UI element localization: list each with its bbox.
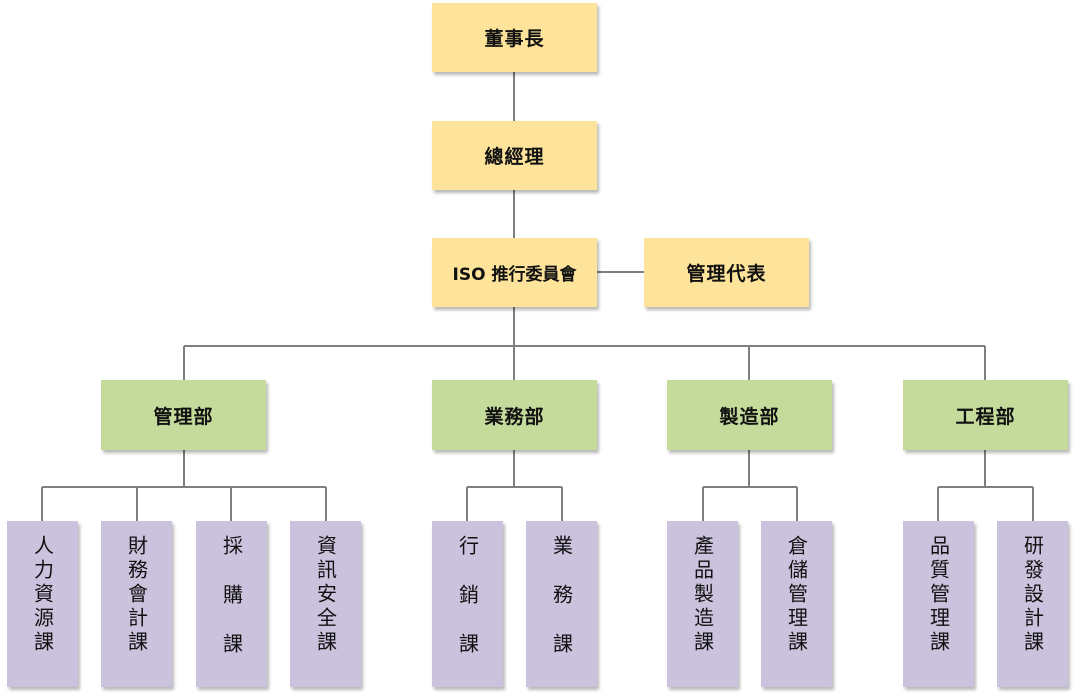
department-box-2: 業務部 <box>432 380 597 450</box>
iso-committee-box: ISO 推行委員會 <box>432 238 597 307</box>
section-box: 人力資源課 <box>7 521 78 687</box>
section-box: 採購課 <box>196 521 267 687</box>
department-label: 管理部 <box>153 405 214 428</box>
section-label: 倉儲管理課 <box>784 535 809 655</box>
section-label: 行銷課 <box>455 535 480 682</box>
section-label: 資訊安全課 <box>313 535 338 655</box>
section-label: 採購課 <box>219 535 244 682</box>
section-box: 產品製造課 <box>667 521 738 687</box>
general-manager-label: 總經理 <box>484 146 545 168</box>
section-label: 財務會計課 <box>124 535 149 655</box>
section-box: 倉儲管理課 <box>761 521 832 687</box>
section-label: 研發設計課 <box>1020 535 1045 655</box>
chairman-box: 董事長 <box>432 3 597 72</box>
section-box: 財務會計課 <box>101 521 172 687</box>
section-box: 品質管理課 <box>903 521 974 687</box>
department-label: 製造部 <box>719 405 780 428</box>
general-manager-box: 總經理 <box>432 121 597 190</box>
iso-committee-label: ISO 推行委員會 <box>452 265 577 285</box>
section-box: 資訊安全課 <box>290 521 361 687</box>
chairman-label: 董事長 <box>484 28 545 50</box>
section-label: 人力資源課 <box>30 535 55 655</box>
section-box: 研發設計課 <box>997 521 1068 687</box>
management-rep-box: 管理代表 <box>644 238 809 307</box>
section-box: 業務課 <box>526 521 597 687</box>
section-label: 產品製造課 <box>690 535 715 655</box>
department-label: 工程部 <box>955 405 1016 428</box>
management-rep-label: 管理代表 <box>686 263 767 285</box>
section-label: 業務課 <box>549 535 574 682</box>
section-box: 行銷課 <box>432 521 503 687</box>
section-label: 品質管理課 <box>926 535 951 655</box>
department-box-4: 工程部 <box>903 380 1068 450</box>
department-label: 業務部 <box>484 405 545 428</box>
department-box-3: 製造部 <box>667 380 832 450</box>
department-box-1: 管理部 <box>101 380 266 450</box>
